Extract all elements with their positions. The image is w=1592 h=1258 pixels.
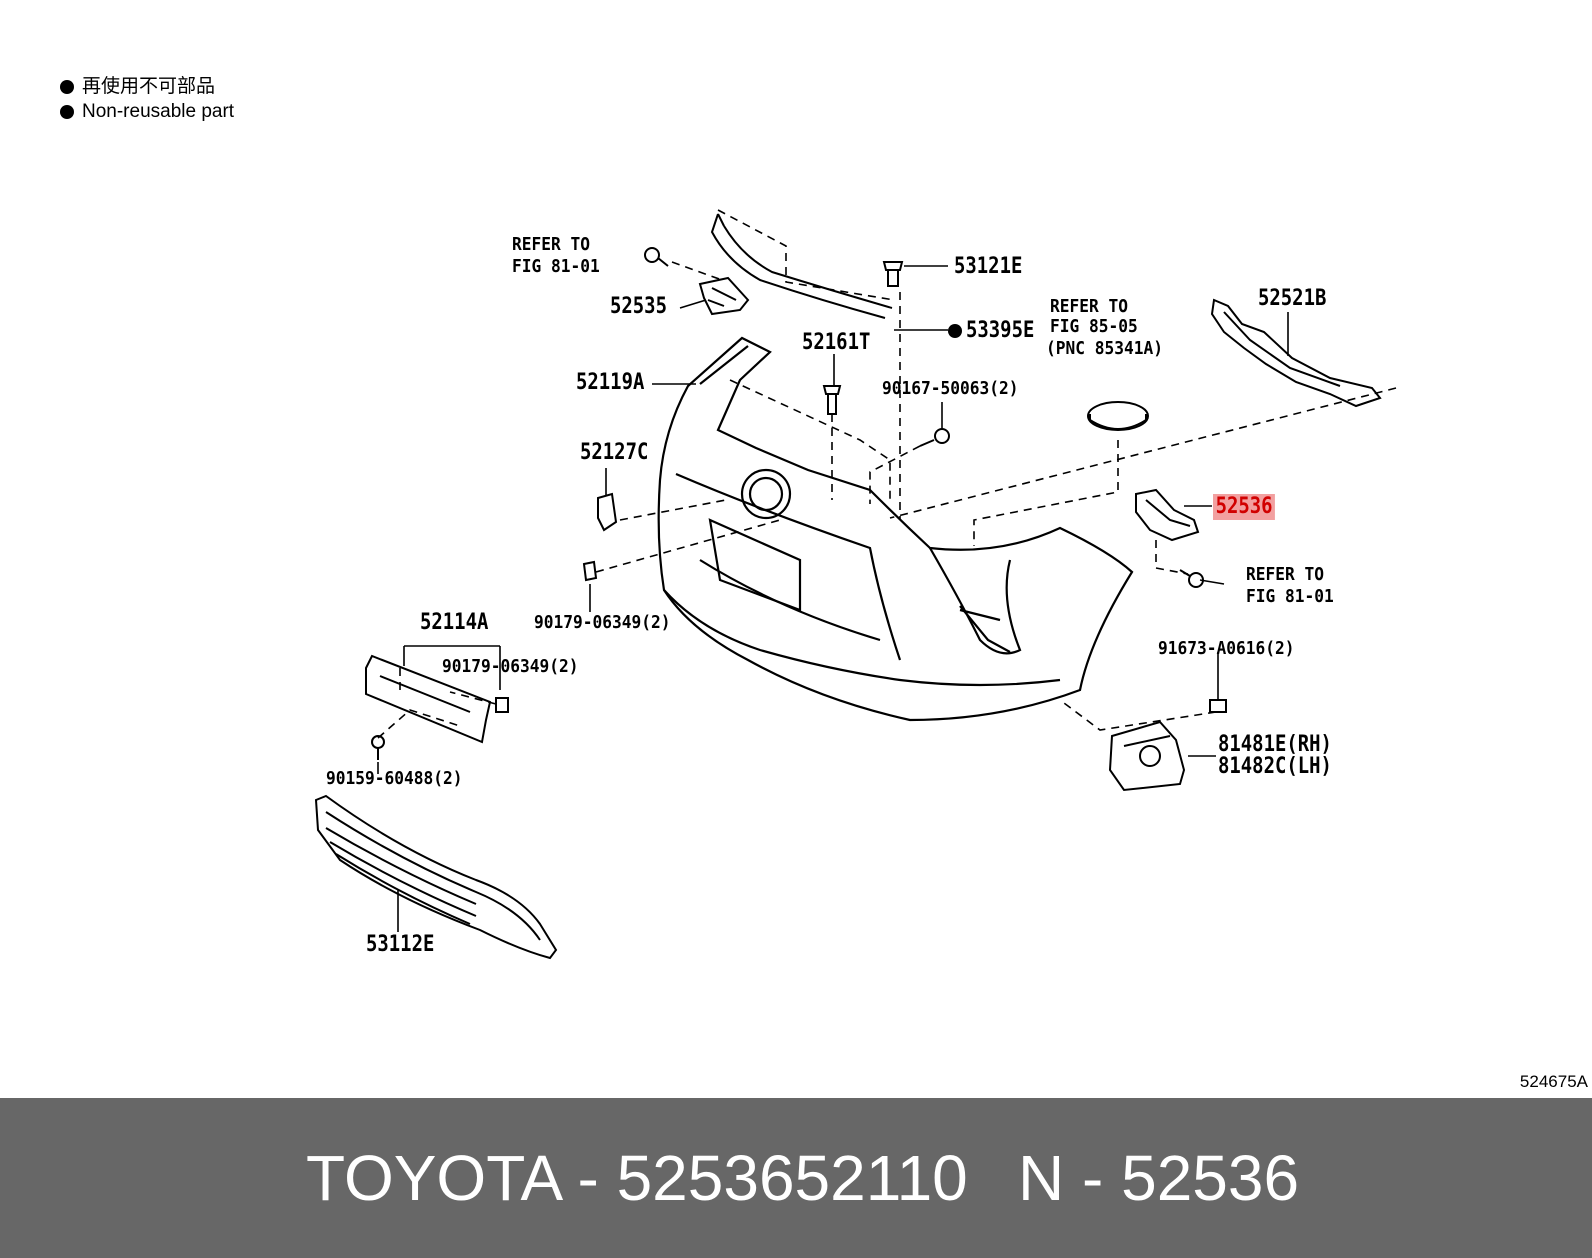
legend-text-jp: 再使用不可部品 xyxy=(82,76,216,97)
non-reusable-dot-53395E xyxy=(948,324,962,338)
part-label-90159[interactable]: 90159-60488(2) xyxy=(326,768,463,789)
refer-label-85-line1: REFER TO xyxy=(1050,296,1129,317)
bumper-cover-52119A xyxy=(657,336,1134,722)
part-label-52119A[interactable]: 52119A xyxy=(576,370,645,395)
part-label-52536-highlighted[interactable]: 52536 xyxy=(1213,494,1276,520)
legend-row-en: Non-reusable part xyxy=(60,99,234,124)
fastener-90159 xyxy=(371,735,385,760)
washer-cap xyxy=(1087,401,1149,431)
leader-refer-right xyxy=(1199,579,1225,585)
license-bracket-52114A xyxy=(365,654,492,744)
non-reusable-dot-icon xyxy=(60,79,74,94)
fastener-91673 xyxy=(1209,699,1227,713)
fastener-52161T xyxy=(822,385,842,415)
fastener-right-refer xyxy=(1179,569,1204,588)
legend-text-en: Non-reusable part xyxy=(82,101,235,122)
leader-52114A xyxy=(403,645,501,690)
part-label-53121E[interactable]: 53121E xyxy=(954,254,1023,279)
refer-label-top-line1: REFER TO xyxy=(512,234,591,255)
footer-bar: TOYOTA - 5253652110 N - 52536 xyxy=(0,1098,1592,1258)
part-label-52161T[interactable]: 52161T xyxy=(802,330,871,355)
part-label-91673[interactable]: 91673-A0616(2) xyxy=(1158,638,1295,659)
clip-90179-bumper xyxy=(582,560,598,582)
part-label-53112E[interactable]: 53112E xyxy=(366,932,435,957)
part-label-52535[interactable]: 52535 xyxy=(610,294,667,319)
bracket-52536 xyxy=(1135,488,1200,542)
clip-90179-bracket xyxy=(495,697,509,713)
part-label-90179-bumper[interactable]: 90179-06349(2) xyxy=(534,612,671,633)
bracket-52535 xyxy=(698,276,750,316)
upper-retainer-strip xyxy=(710,213,893,319)
fastener-90167 xyxy=(919,428,950,447)
fastener-53121E xyxy=(882,261,904,287)
non-reusable-dot-icon xyxy=(60,104,74,119)
leader-52535 xyxy=(679,299,707,309)
retainer-52521B xyxy=(1210,298,1382,408)
refer-label-right-line1: REFER TO xyxy=(1246,564,1325,585)
fog-bezel-81481E xyxy=(1108,720,1186,792)
lower-grille-53112E xyxy=(314,794,558,960)
part-label-81481E[interactable]: 81481E(RH) xyxy=(1218,732,1332,757)
part-label-52114A[interactable]: 52114A xyxy=(420,610,489,635)
illustration-code: 524675A xyxy=(1519,1072,1588,1091)
part-label-81482C[interactable]: 81482C(LH) xyxy=(1218,754,1332,779)
part-label-52521B[interactable]: 52521B xyxy=(1258,286,1327,311)
clip-52127C xyxy=(597,492,618,532)
fastener-clip-top xyxy=(644,247,669,267)
footer-brand-part-number: TOYOTA - 5253652110 xyxy=(306,1142,968,1214)
parts-diagram xyxy=(314,209,1397,960)
part-label-90179-bracket[interactable]: 90179-06349(2) xyxy=(442,656,579,677)
legend: 再使用不可部品 Non-reusable part xyxy=(60,74,234,124)
part-label-90167[interactable]: 90167-50063(2) xyxy=(882,378,1019,399)
refer-label-85-line3: (PNC 85341A) xyxy=(1046,338,1164,359)
refer-label-85-line2: FIG 85-05 xyxy=(1050,316,1138,337)
part-label-53395E[interactable]: 53395E xyxy=(966,318,1035,343)
footer-pnc: N - 52536 xyxy=(1018,1142,1300,1214)
legend-row-jp: 再使用不可部品 xyxy=(60,74,234,99)
part-label-52127C[interactable]: 52127C xyxy=(580,440,649,465)
refer-label-top-line2: FIG 81-01 xyxy=(512,256,600,277)
refer-label-right-line2: FIG 81-01 xyxy=(1246,586,1334,607)
